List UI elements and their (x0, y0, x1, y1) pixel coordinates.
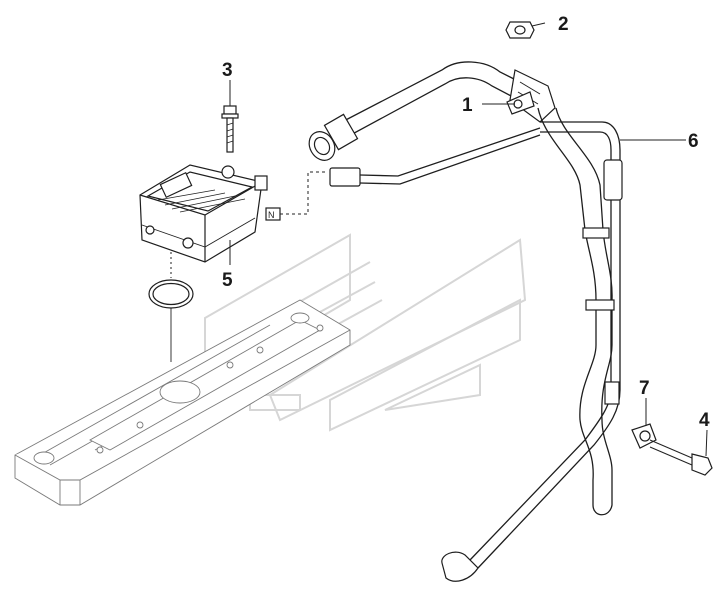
retaining-screw (649, 439, 713, 476)
hose-clamp (506, 91, 535, 115)
engine-valve-cover (14, 299, 351, 506)
callout-numbers: 1 2 3 4 5 6 7 (222, 14, 710, 431)
hose-fitting (631, 423, 657, 449)
module-ribs (157, 189, 246, 213)
callout-6: 6 (688, 131, 699, 152)
module-connector-label: N (268, 210, 275, 220)
callout-7: 7 (639, 378, 650, 399)
callout-4: 4 (699, 410, 710, 431)
callout-5: 5 (222, 270, 233, 291)
callout-2: 2 (558, 14, 569, 35)
hex-nut (505, 21, 535, 39)
callout-1: 1 (462, 95, 473, 116)
leader-lines (229, 22, 708, 457)
o-ring-seal (148, 242, 194, 362)
breather-hose-assembly (308, 61, 623, 582)
control-module: N (139, 164, 326, 263)
mounting-bolt (221, 105, 239, 153)
callout-3: 3 (222, 60, 233, 81)
